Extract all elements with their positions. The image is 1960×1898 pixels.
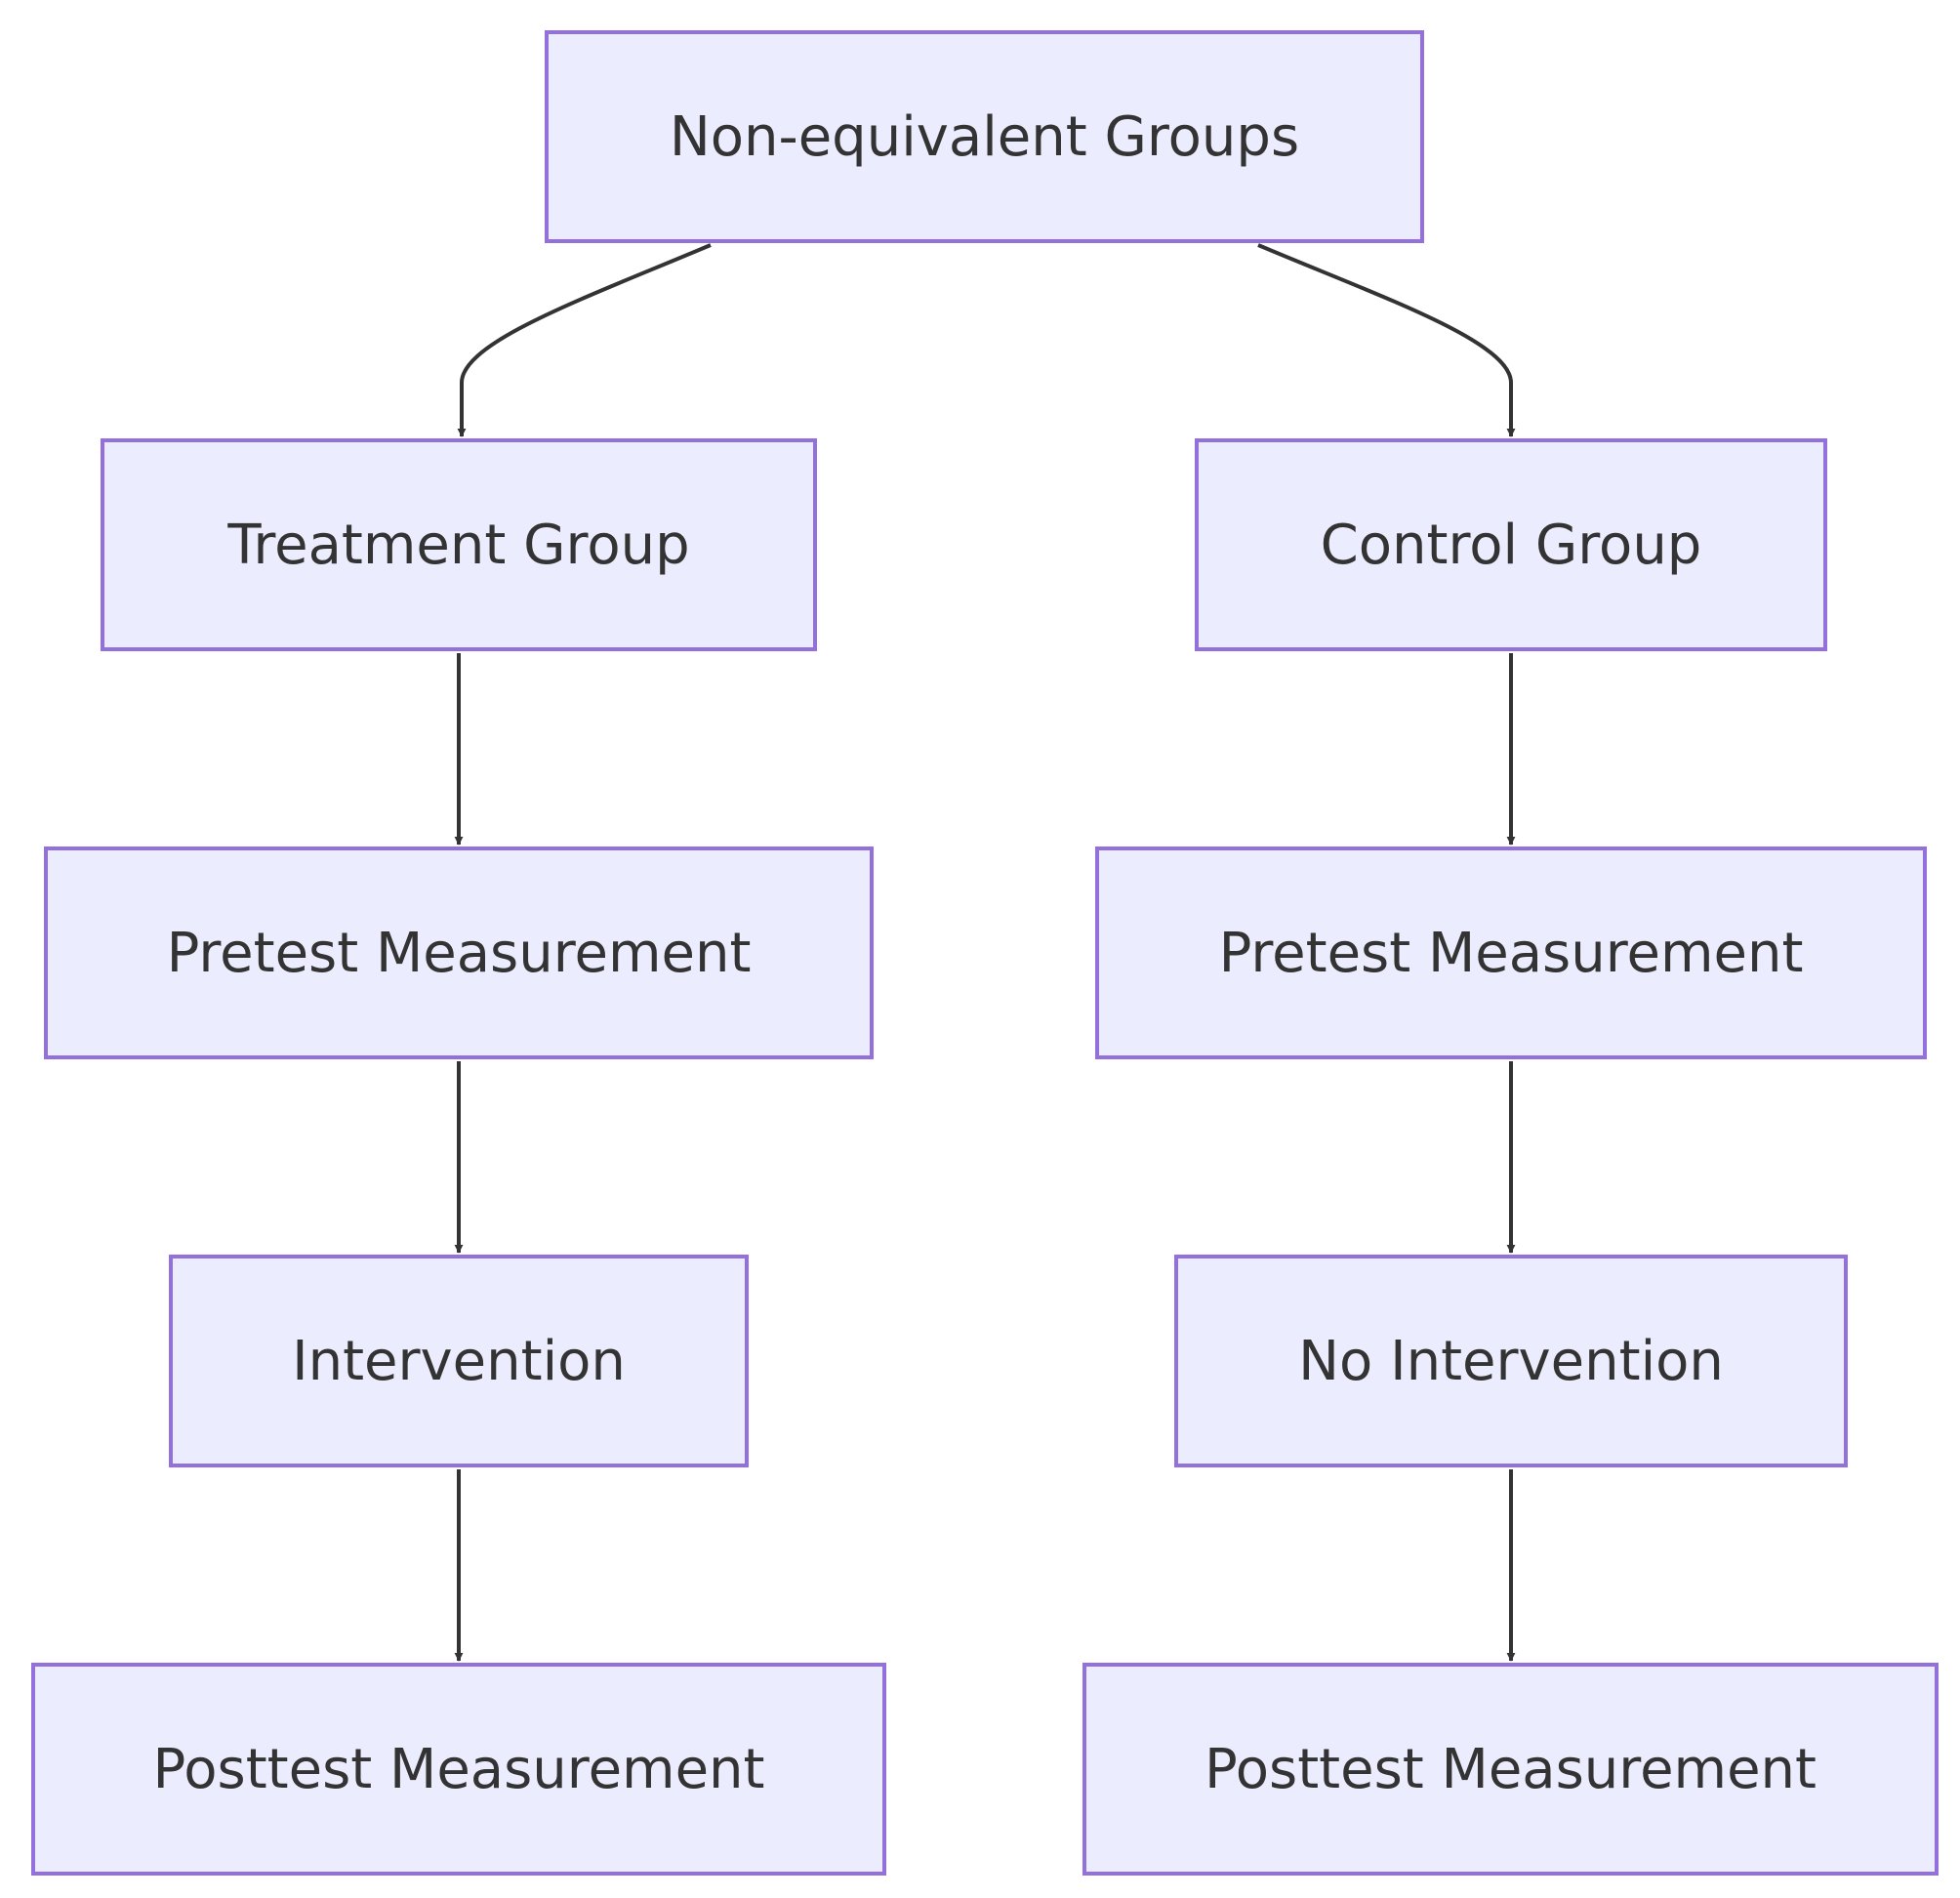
node-treatment-group: Treatment Group — [101, 438, 817, 651]
node-posttest-measurement-treatment: Posttest Measurement — [31, 1663, 886, 1876]
node-control-group: Control Group — [1195, 438, 1827, 651]
node-label: Pretest Measurement — [1218, 921, 1804, 985]
node-label: Non-equivalent Groups — [669, 104, 1300, 169]
node-no-intervention: No Intervention — [1174, 1255, 1848, 1467]
node-non-equivalent-groups: Non-equivalent Groups — [545, 30, 1424, 243]
node-label: Posttest Measurement — [152, 1737, 765, 1801]
node-label: Treatment Group — [227, 513, 690, 577]
node-label: Posttest Measurement — [1205, 1737, 1817, 1801]
node-pretest-measurement-control: Pretest Measurement — [1095, 846, 1927, 1059]
edge-root-to-control — [1257, 243, 1516, 437]
node-label: Control Group — [1320, 513, 1702, 577]
edge-root-to-treatment — [457, 243, 712, 437]
node-label: Intervention — [292, 1329, 626, 1393]
node-posttest-measurement-control: Posttest Measurement — [1082, 1663, 1939, 1876]
node-label: Pretest Measurement — [166, 921, 752, 985]
node-label: No Intervention — [1298, 1329, 1724, 1393]
node-pretest-measurement-treatment: Pretest Measurement — [44, 846, 874, 1059]
node-intervention: Intervention — [169, 1255, 749, 1467]
